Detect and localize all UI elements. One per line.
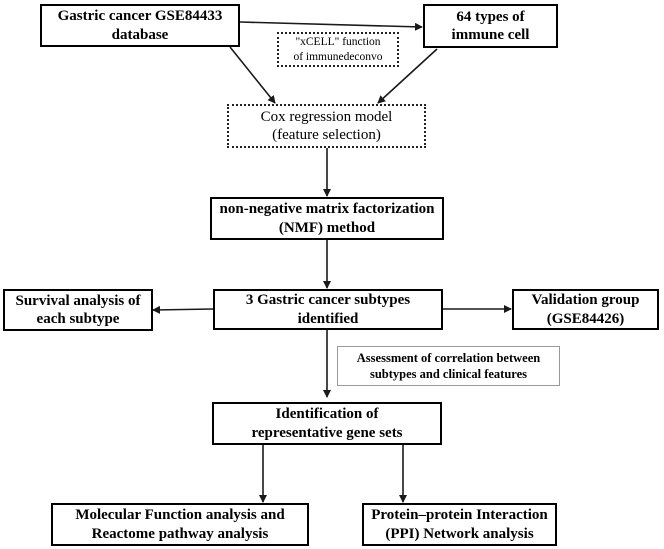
survival-analysis-label: Survival analysis of each subtype <box>15 292 141 327</box>
immune-cell-types-label: 64 types of immune cell <box>451 8 530 43</box>
nmf-method-box: non-negative matrix factorization (NMF) … <box>210 197 444 240</box>
clinical-correlation-note: Assessment of correlation between subtyp… <box>337 346 560 386</box>
xcell-function-label: "xCELL" function of immunedeconvo <box>293 36 383 63</box>
cox-regression-box: Cox regression model (feature selection) <box>227 104 426 148</box>
ppi-network-label: Protein–protein Interaction (PPI) Networ… <box>371 507 548 542</box>
clinical-correlation-label: Assessment of correlation between subtyp… <box>356 350 541 381</box>
xcell-function-note: "xCELL" function of immunedeconvo <box>277 32 399 67</box>
arrow-immune-to-cox <box>377 48 438 104</box>
cox-regression-label: Cox regression model (feature selection) <box>260 108 393 143</box>
survival-analysis-box: Survival analysis of each subtype <box>3 289 153 331</box>
molecular-function-label: Molecular Function analysis and Reactome… <box>75 507 285 542</box>
gene-sets-box: Identification of representative gene se… <box>212 402 442 445</box>
gastric-subtypes-label: 3 Gastric cancer subtypes identified <box>245 292 411 327</box>
nmf-method-label: non-negative matrix factorization (NMF) … <box>219 201 435 236</box>
molecular-function-box: Molecular Function analysis and Reactome… <box>51 503 309 546</box>
arrow-subtypes-to-survival <box>152 305 214 314</box>
ppi-network-box: Protein–protein Interaction (PPI) Networ… <box>362 503 557 546</box>
arrow-gse-to-cox <box>229 46 276 104</box>
arrow-gse-to-immune <box>239 21 423 31</box>
validation-group-label: Validation group (GSE84426) <box>531 292 640 327</box>
gse84433-database-box: Gastric cancer GSE84433 database <box>40 4 240 47</box>
gene-sets-label: Identification of representative gene se… <box>251 406 403 441</box>
validation-group-box: Validation group (GSE84426) <box>512 289 659 330</box>
immune-cell-types-box: 64 types of immune cell <box>423 4 558 48</box>
gastric-subtypes-box: 3 Gastric cancer subtypes identified <box>213 289 443 330</box>
gse84433-database-label: Gastric cancer GSE84433 database <box>57 8 223 43</box>
